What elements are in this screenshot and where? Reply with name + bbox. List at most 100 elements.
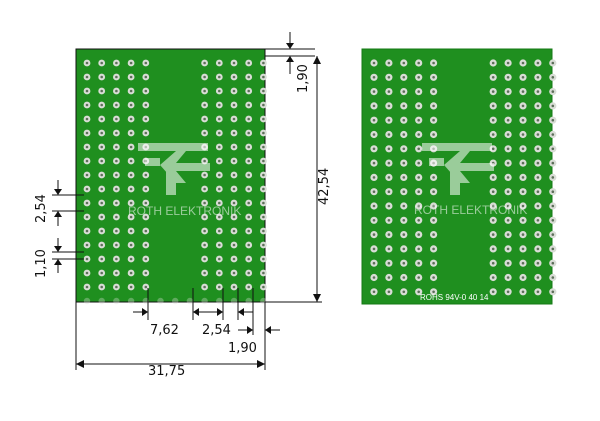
pad-hole (387, 176, 391, 179)
pad-hole (203, 243, 206, 247)
pad-hole (203, 75, 206, 79)
pad-hole (262, 103, 265, 107)
pad-hole (115, 75, 118, 79)
pad-shadow (186, 297, 194, 305)
pad-hole (402, 147, 406, 151)
pad-hole (218, 131, 221, 135)
pad-hole (551, 118, 555, 122)
pad-hole (551, 76, 555, 79)
left-board: ROTH ELEKTRONIK (75, 48, 267, 305)
pad-hole (218, 173, 221, 177)
pad-hole (262, 229, 265, 233)
pad-hole (536, 219, 540, 222)
pad-hole (432, 118, 435, 122)
pad-hole (506, 133, 510, 136)
pad-hole (218, 215, 221, 219)
pad-shadow (127, 297, 135, 305)
pad-hole (536, 204, 540, 208)
pad-hole (144, 271, 148, 275)
pad-hole (100, 201, 103, 205)
pad-hole (100, 159, 103, 163)
pad-hole (506, 247, 510, 251)
pad-shadow (142, 297, 149, 305)
pad-hole (247, 159, 250, 163)
pad-hole (232, 131, 236, 135)
pad-hole (232, 117, 236, 121)
pad-hole (144, 117, 148, 121)
pad-hole (506, 233, 510, 236)
pad-hole (129, 285, 133, 289)
pad-hole (402, 133, 406, 136)
pad-hole (521, 61, 525, 65)
pad-shadow (260, 297, 267, 305)
pad-hole (232, 61, 236, 65)
pad-hole (262, 145, 265, 149)
pad-hole (506, 204, 510, 208)
pad-hole (232, 215, 236, 219)
pad-hole (417, 261, 421, 265)
pad-hole (129, 243, 133, 247)
pad-hole (372, 233, 376, 236)
pad-hole (372, 118, 376, 122)
pad-hole (247, 131, 250, 135)
pad-hole (491, 104, 495, 108)
dim-top-margin: 1,90 (296, 64, 311, 93)
pad-hole (129, 145, 133, 149)
pad-hole (203, 285, 206, 289)
pad-hole (129, 229, 133, 233)
pad-hole (129, 117, 133, 121)
pad-hole (262, 61, 265, 65)
dim-width: 31,75 (148, 364, 185, 379)
pad-hole (506, 76, 510, 79)
pad-hole (85, 103, 89, 107)
pad-hole (402, 90, 406, 93)
pad-hole (218, 117, 221, 121)
pad-hole (247, 187, 250, 191)
pad-hole (232, 187, 236, 191)
pad-hole (417, 276, 421, 279)
pad-hole (372, 290, 376, 294)
pad-shadow (172, 297, 179, 305)
pad-hole (536, 176, 540, 179)
pad-hole (85, 229, 89, 233)
right-watermark-logo: ROTH ELEKTRONIK (414, 143, 527, 217)
pad-hole (372, 190, 376, 193)
pad-hole (521, 176, 525, 179)
pad-hole (372, 204, 376, 208)
dim-pad-offset: 1,10 (34, 249, 49, 278)
pad-hole (506, 261, 510, 265)
pad-hole (115, 159, 118, 163)
pad-hole (402, 176, 406, 179)
pad-hole (218, 201, 221, 205)
pad-hole (129, 257, 133, 261)
pad-hole (203, 103, 206, 107)
pad-hole (491, 233, 495, 236)
pad-hole (432, 247, 435, 251)
pad-hole (85, 145, 89, 149)
pad-hole (262, 89, 265, 93)
pad-hole (506, 190, 510, 193)
pad-hole (232, 243, 236, 247)
pad-hole (144, 187, 148, 191)
dim-height: 42,54 (317, 168, 332, 205)
pad-hole (129, 215, 133, 219)
pad-hole (551, 147, 555, 151)
pad-hole (232, 285, 236, 289)
pad-hole (417, 76, 421, 79)
pad-hole (551, 90, 555, 93)
pad-hole (247, 285, 250, 289)
pad-hole (100, 257, 103, 261)
pad-hole (262, 257, 265, 261)
pad-hole (491, 261, 495, 265)
pad-hole (536, 247, 540, 251)
pad-hole (232, 271, 236, 275)
pad-hole (85, 131, 89, 135)
pad-hole (506, 147, 510, 151)
pad-hole (536, 61, 540, 65)
pad-shadow (157, 297, 164, 305)
dimension-lines (52, 32, 322, 370)
pad-hole (218, 243, 221, 247)
pad-hole (417, 104, 421, 108)
dim-pitch-bottom: 2,54 (202, 323, 231, 338)
pad-shadow (245, 297, 252, 305)
